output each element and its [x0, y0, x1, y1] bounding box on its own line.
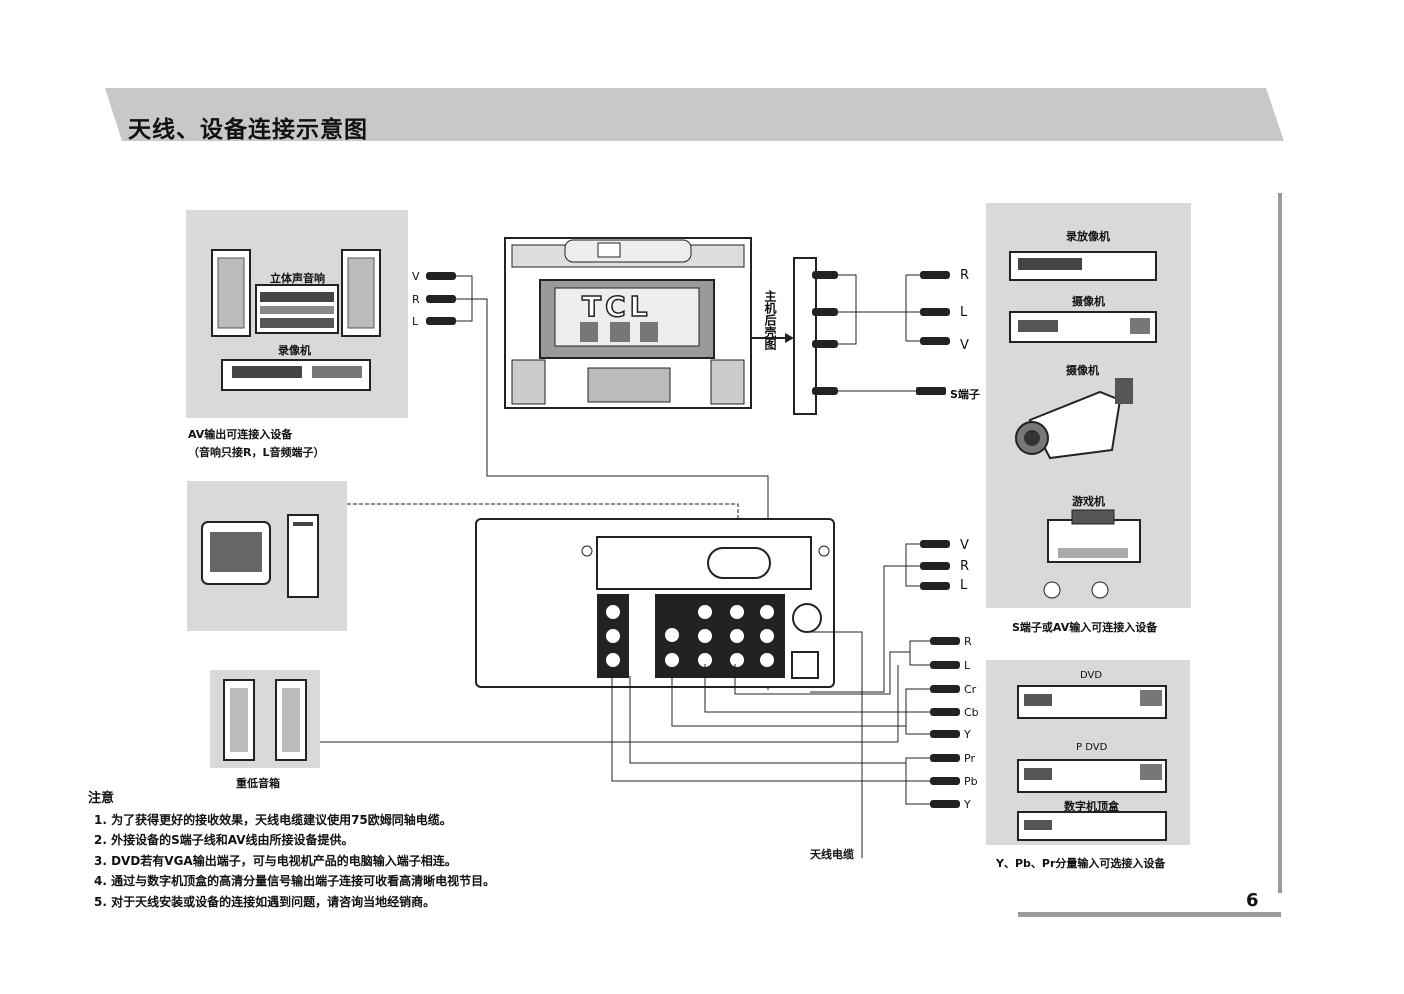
s-terminal-label: S端子: [950, 388, 980, 401]
comp-jack-l: L: [964, 659, 971, 672]
notes-heading: 注意: [88, 791, 115, 806]
right-rule: [1278, 193, 1282, 893]
note-item: 4. 通过与数字机顶盒的高清分量信号输出端子连接可收看高清晰电视节目。: [94, 874, 496, 888]
note-item: 2. 外接设备的S端子线和AV线由所接设备提供。: [94, 833, 354, 847]
camcorder: [1028, 390, 1122, 460]
tv-rear: [504, 237, 752, 409]
title-banner: [105, 88, 1284, 141]
tv-side-panel-label: 主机后壳图: [763, 290, 777, 350]
av-jack-l: L: [412, 315, 419, 328]
side-jack-r: R: [960, 268, 970, 283]
dvd-label: DVD: [1080, 670, 1103, 681]
antenna-label: 天线电缆: [810, 848, 854, 861]
note-item: 3. DVD若有VGA输出端子，可与电视机产品的电脑输入端子相连。: [94, 853, 457, 868]
page-title: 天线、设备连接示意图: [128, 117, 368, 143]
side-jack-l: L: [960, 305, 968, 320]
av-jack-v: V: [412, 270, 420, 283]
bottom-rule: [1018, 912, 1281, 917]
av-output-caption-2: （音响只接R，L音频端子）: [188, 446, 325, 459]
right-vcr-label: 录放像机: [1066, 230, 1110, 243]
comp-jack-r: R: [964, 635, 972, 648]
subwoofer-label: 重低音箱: [236, 777, 280, 790]
tv-side-panel: [793, 257, 817, 415]
right-camcorder-label: 摄像机: [1066, 364, 1099, 377]
stereo-label: 立体声音响: [270, 272, 325, 285]
mid-jack-r: R: [960, 559, 970, 574]
right-game-label: 游戏机: [1072, 495, 1105, 508]
side-jack-v: V: [960, 338, 969, 353]
comp-jack-pr: Pr: [964, 752, 975, 765]
note-item: 1. 为了获得更好的接收效果，天线电缆建议使用75欧姆同轴电缆。: [94, 812, 452, 827]
av-jack-r: R: [412, 293, 420, 306]
right-top-caption: S端子或AV输入可连接入设备: [1012, 621, 1158, 634]
right-camera-label: 摄像机: [1072, 295, 1105, 308]
tv-logo: TCL: [581, 289, 652, 324]
notes-block: 注意 1. 为了获得更好的接收效果，天线电缆建议使用75欧姆同轴电缆。 2. 外…: [88, 789, 495, 912]
stb-label: 数字机顶盒: [1064, 800, 1119, 813]
pdvd-label: P DVD: [1076, 742, 1108, 753]
vcr-label: 录像机: [278, 344, 311, 357]
av-jacks: [426, 272, 456, 325]
component-caption: Y、Pb、Pr分量输入可选接入设备: [996, 857, 1166, 870]
mid-jack-l: L: [960, 578, 968, 593]
mid-jack-v: V: [960, 538, 969, 553]
comp-jack-cb: Cb: [964, 706, 979, 719]
note-item: 5. 对于天线安装或设备的连接如遇到问题，请咨询当地经销商。: [94, 894, 436, 909]
av-output-caption-1: AV输出可连接入设备: [188, 428, 293, 441]
comp-jack-y1: Y: [964, 728, 971, 741]
page-number: 6: [1246, 890, 1259, 911]
comp-jack-pb: Pb: [964, 775, 978, 788]
comp-jack-y2: Y: [964, 798, 971, 811]
comp-jack-cr: Cr: [964, 683, 977, 696]
